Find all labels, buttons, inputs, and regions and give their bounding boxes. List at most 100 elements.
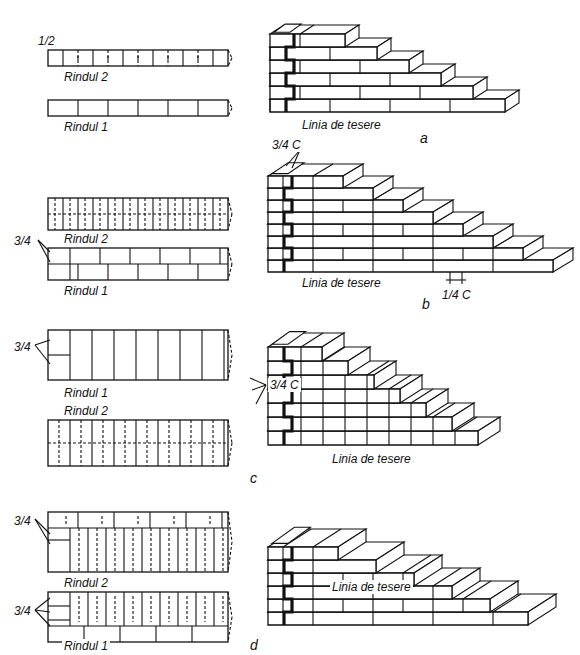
brick-joint bbox=[344, 417, 345, 431]
brick-joint bbox=[69, 592, 70, 626]
panel-letter: c bbox=[248, 470, 259, 486]
brick-joint bbox=[159, 528, 160, 572]
brick-face bbox=[414, 555, 442, 586]
brick-joint bbox=[389, 73, 390, 86]
brick-joint bbox=[212, 420, 213, 466]
brick-joint bbox=[105, 528, 106, 572]
brick-face bbox=[270, 60, 409, 73]
brick-joint bbox=[446, 279, 466, 280]
bond-line-label: Linia de tesere bbox=[300, 118, 383, 132]
row-label: Rindul 2 bbox=[62, 232, 110, 246]
brick-face bbox=[403, 188, 423, 212]
brick-face bbox=[272, 527, 310, 543]
brick-face bbox=[452, 568, 480, 599]
brick-joint bbox=[492, 248, 493, 260]
brick-joint bbox=[312, 599, 313, 612]
brick-face bbox=[426, 389, 448, 417]
brick-joint bbox=[228, 100, 232, 108]
brick-joint bbox=[191, 626, 192, 642]
brick-joint bbox=[344, 375, 345, 389]
brick-joint bbox=[182, 50, 183, 66]
brick-joint bbox=[342, 599, 343, 612]
brick-outline bbox=[48, 248, 228, 280]
brick-joint bbox=[403, 555, 431, 573]
brick-face bbox=[523, 236, 543, 260]
brick-face bbox=[268, 224, 463, 236]
brick-joint bbox=[123, 528, 124, 572]
brick-joint bbox=[492, 612, 493, 625]
brick-face bbox=[268, 361, 348, 375]
brick-joint bbox=[91, 330, 92, 380]
brick-joint bbox=[159, 248, 160, 264]
brick-joint bbox=[344, 389, 345, 403]
brick-joint bbox=[54, 198, 55, 230]
brick-joint bbox=[329, 99, 330, 112]
brick-joint bbox=[449, 99, 450, 112]
bond-line-label: Linia de tesere bbox=[330, 580, 413, 594]
brick-joint bbox=[212, 50, 213, 66]
brick-joint bbox=[197, 264, 198, 280]
brick-face bbox=[270, 25, 359, 34]
brick-face bbox=[376, 542, 404, 573]
brick-joint bbox=[48, 605, 70, 606]
brick-joint bbox=[312, 188, 313, 200]
brick-joint bbox=[80, 420, 81, 466]
brick-joint bbox=[167, 50, 168, 66]
brick-joint bbox=[372, 236, 373, 248]
brick-joint bbox=[300, 361, 301, 375]
brick-joint bbox=[91, 420, 92, 466]
brick-outline bbox=[48, 100, 228, 116]
brick-joint bbox=[282, 248, 283, 260]
fraction-label: 3/4 bbox=[12, 234, 33, 248]
bond-line bbox=[284, 347, 292, 445]
brick-joint bbox=[292, 150, 300, 168]
brick-joint bbox=[119, 626, 120, 642]
brick-joint bbox=[228, 617, 232, 642]
brick-joint bbox=[113, 330, 114, 380]
brick-joint bbox=[410, 403, 411, 417]
brick-joint bbox=[228, 443, 232, 466]
brick-joint bbox=[137, 50, 138, 66]
brick-joint bbox=[186, 596, 187, 622]
brick-joint bbox=[312, 236, 313, 248]
brick-joint bbox=[185, 512, 186, 528]
brick-joint bbox=[114, 198, 115, 230]
brick-joint bbox=[186, 528, 187, 572]
brick-joint bbox=[146, 420, 147, 466]
brick-joint bbox=[168, 596, 169, 622]
brick-joint bbox=[219, 198, 220, 230]
brick-joint bbox=[69, 248, 70, 264]
brick-joint bbox=[389, 99, 390, 112]
brick-joint bbox=[58, 420, 59, 466]
brick-joint bbox=[269, 47, 270, 60]
brick-joint bbox=[322, 389, 323, 403]
brick-joint bbox=[228, 355, 232, 380]
brick-joint bbox=[190, 420, 191, 466]
fraction-label: 3/4 bbox=[12, 340, 33, 354]
brick-joint bbox=[159, 592, 160, 626]
brick-joint bbox=[113, 512, 114, 528]
brick-joint bbox=[228, 264, 232, 280]
brick-outline bbox=[48, 330, 228, 380]
brick-joint bbox=[299, 86, 300, 99]
brick-joint bbox=[432, 260, 433, 272]
row-label: Rindul 1 bbox=[62, 284, 110, 298]
fraction-label: 1/2 bbox=[36, 34, 57, 48]
brick-joint bbox=[87, 592, 88, 626]
brick-joint bbox=[209, 516, 210, 524]
brick-face bbox=[377, 38, 391, 60]
brick-face bbox=[409, 51, 423, 73]
brick-joint bbox=[174, 198, 175, 230]
brick-joint bbox=[366, 403, 367, 417]
brick-face bbox=[268, 431, 478, 445]
brick-joint bbox=[282, 547, 283, 560]
brick-joint bbox=[129, 248, 130, 264]
brick-joint bbox=[132, 596, 133, 622]
brick-joint bbox=[107, 50, 108, 66]
brick-joint bbox=[269, 73, 270, 86]
brick-joint bbox=[48, 527, 228, 528]
brick-joint bbox=[195, 592, 196, 626]
brick-joint bbox=[48, 625, 228, 626]
brick-joint bbox=[141, 528, 142, 572]
